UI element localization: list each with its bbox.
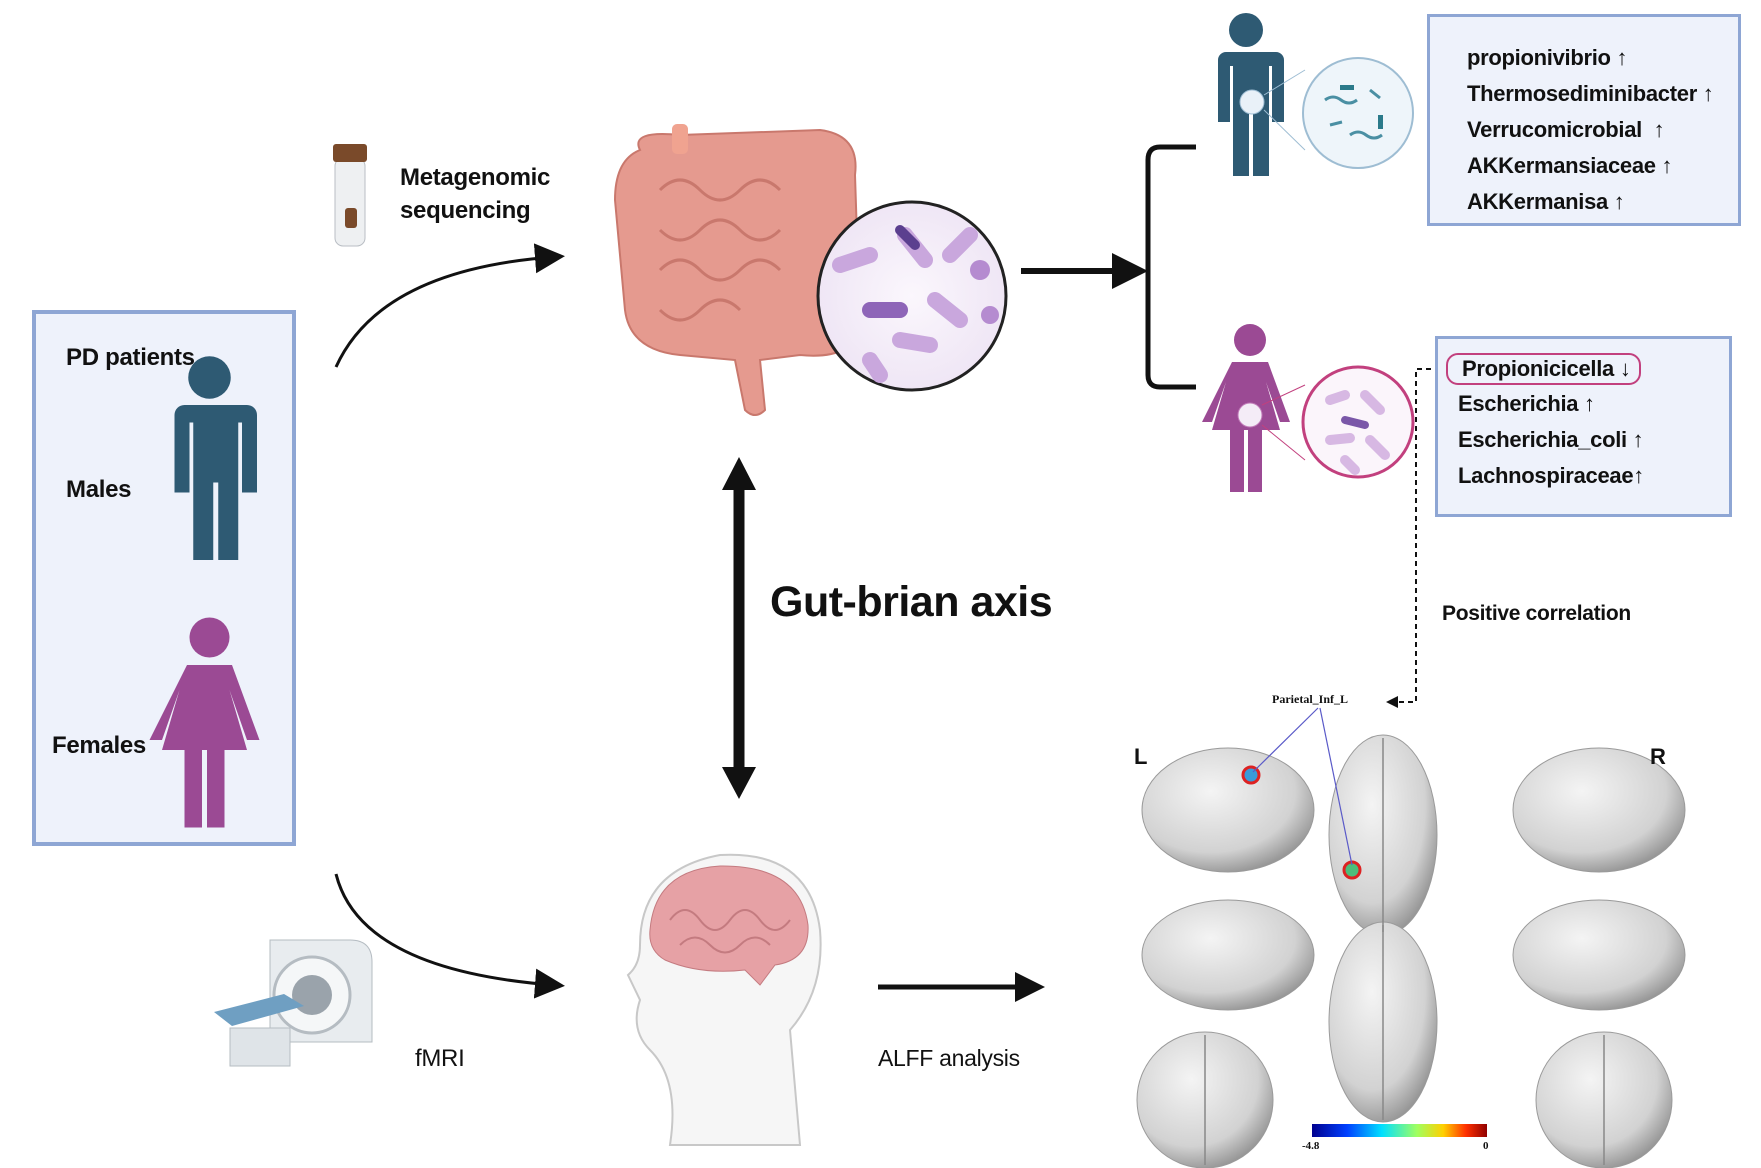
male-taxa-box: propionivibrio ↑ Thermosediminibacter ↑ … (1427, 14, 1741, 226)
gut-brain-double-arrow (722, 457, 756, 799)
hemisphere-left-label: L (1134, 744, 1148, 769)
arrow-up-icon: ↑ (1613, 189, 1625, 214)
taxon-name: Propionicicella (1462, 356, 1614, 381)
hemisphere-divider-lines (1204, 738, 1605, 1165)
brain-region-label: Parietal_Inf_L (1272, 692, 1348, 706)
female-magnifier-line (1261, 424, 1306, 461)
colorbar (1312, 1124, 1487, 1137)
arrow-up-icon: ↑ (1632, 427, 1644, 452)
alff-analysis-label: ALFF analysis (878, 1045, 1020, 1071)
taxon-item: Verrucomicrobial ↑ (1467, 117, 1665, 143)
brain-right-lateral (1512, 747, 1686, 873)
male-magnifier-line (1263, 109, 1306, 151)
female-taxa-box: Propionicicella ↓ Escherichia ↑ Escheric… (1435, 336, 1732, 517)
arrow-up-icon: ↑ (1702, 81, 1714, 106)
gut-brain-axis-label: Gut-brian axis (770, 578, 1053, 626)
patient-icons (149, 356, 260, 828)
region-leader-lines (1252, 707, 1353, 866)
arrow-up-icon: ↑ (1584, 391, 1595, 416)
male-magnifier-line (1263, 69, 1306, 96)
male-microbiome-magnified-icon (1302, 57, 1414, 169)
taxon-name: propionivibrio (1467, 45, 1611, 70)
taxon-name: Thermosediminibacter (1467, 81, 1697, 106)
female-magnifier-line (1261, 384, 1306, 406)
fmri-label: fMRI (415, 1045, 465, 1072)
taxon-item-highlighted: Propionicicella ↓ (1446, 353, 1641, 385)
positive-correlation-label: Positive correlation (1442, 602, 1631, 625)
brain-right-medial (1512, 899, 1686, 1011)
pd-patients-title: PD patients (66, 344, 195, 371)
brain-left-medial (1141, 899, 1315, 1011)
activation-cluster-lateral (1241, 765, 1261, 785)
arrow-up-icon: ↑ (1616, 45, 1628, 70)
arrow-up-icon: ↑ (1633, 463, 1644, 488)
female-gut-highlight-icon (1237, 402, 1263, 428)
intestine-icon (613, 124, 862, 416)
taxon-item: Escherichia ↑ (1458, 391, 1595, 417)
colorbar-max-label: 0 (1483, 1140, 1489, 1152)
sequencing-label-line1: Metagenomic (400, 164, 551, 191)
taxon-name: Verrucomicrobial (1467, 117, 1642, 142)
head-brain-icon (626, 853, 822, 1146)
taxon-item: Lachnospiraceae↑ (1458, 463, 1644, 489)
taxon-item: Thermosediminibacter ↑ (1467, 81, 1714, 107)
male-icon (172, 356, 257, 560)
taxon-name: AKKermansiaceae (1467, 153, 1656, 178)
females-label: Females (52, 732, 146, 759)
arrow-up-icon: ↑ (1661, 153, 1673, 178)
colorbar-min-label: -4.8 (1302, 1140, 1320, 1152)
sequencing-label-line2: sequencing (400, 197, 531, 224)
female-microbiome-magnified-icon (1301, 365, 1415, 479)
taxon-name: Lachnospiraceae (1458, 463, 1634, 488)
taxon-name: Escherichia (1458, 391, 1579, 416)
activation-cluster-markers (1241, 765, 1362, 880)
taxon-name: AKKermanisa (1467, 189, 1608, 214)
taxon-item: propionivibrio ↑ (1467, 45, 1627, 71)
sample-tube-icon (333, 144, 367, 247)
male-gut-highlight-icon (1239, 89, 1265, 115)
taxon-item: Escherichia_coli ↑ (1458, 427, 1644, 453)
gut-bacteria-magnified-icon (816, 200, 1008, 392)
mri-scanner-icon (214, 939, 373, 1067)
arrow-up-icon: ↑ (1653, 117, 1665, 142)
arrow-down-icon: ↓ (1619, 356, 1631, 381)
males-label: Males (66, 476, 132, 503)
taxon-item: AKKermanisa ↑ (1467, 189, 1625, 215)
brain-surface-maps (1136, 734, 1686, 1168)
sex-split-bracket (1145, 144, 1196, 390)
fmri-arrow (334, 873, 565, 999)
pd-patients-box: PD patients Males Females (32, 310, 296, 846)
hemisphere-right-label: R (1650, 744, 1666, 769)
sequencing-arrow (334, 243, 565, 368)
taxon-item: AKKermansiaceae ↑ (1467, 153, 1673, 179)
brain-left-lateral (1141, 747, 1315, 873)
female-icon (149, 617, 260, 828)
taxon-name: Escherichia_coli (1458, 427, 1627, 452)
